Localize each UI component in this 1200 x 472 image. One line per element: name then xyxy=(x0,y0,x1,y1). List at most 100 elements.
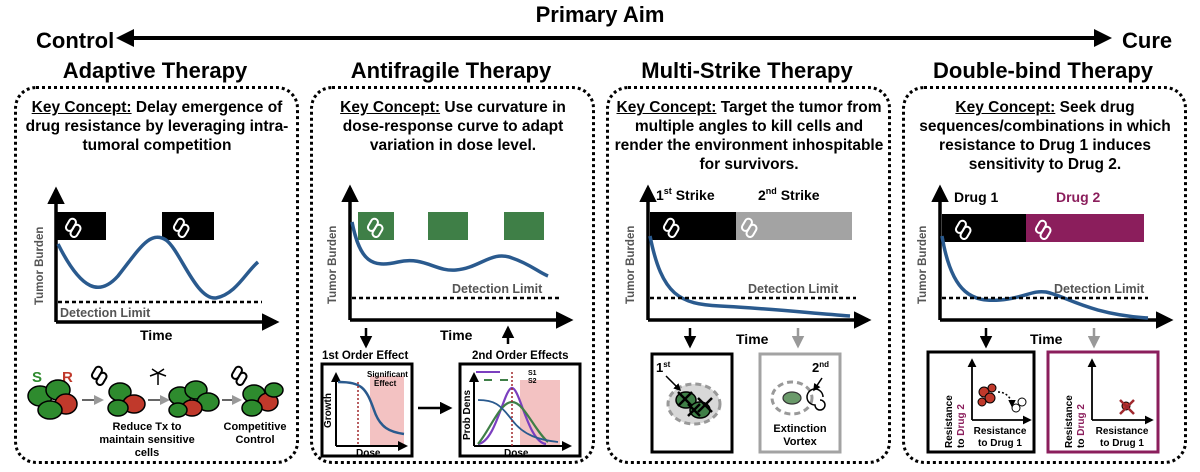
strike-1-label: 1st Strike xyxy=(656,186,715,203)
doublebind-chart: Drug 1 Drug 2 Detection Limit Tumor Burd… xyxy=(917,184,1174,349)
cure-label: Cure xyxy=(1122,28,1173,53)
y-axis-label: Tumor Burden xyxy=(917,226,929,304)
s1-label: S1 xyxy=(528,370,537,377)
panel-title-multistrike: Multi-Strike Therapy xyxy=(641,58,853,83)
key-concept-label: Key Concept: xyxy=(31,99,132,116)
y-axis-label: Tumor Burden xyxy=(625,226,637,304)
resistance-drug2-axis-line2: to Drug 2 xyxy=(1076,404,1087,448)
prob-dens-axis-label: Prob Dens xyxy=(462,390,473,440)
strike-bar xyxy=(650,212,736,240)
panel-doublebind xyxy=(902,86,1187,464)
drug-bar xyxy=(942,214,1026,242)
strike-2-ordinal: nd xyxy=(819,360,829,369)
first-order-effect-inset: 1st Order Effect Significant Effect Grow… xyxy=(320,350,414,459)
sensitive-label: S xyxy=(32,369,42,386)
drug1-resistance-inset: Resistance to Drug 2 Resistance to Drug … xyxy=(926,350,1036,454)
x-axis-label: Time xyxy=(440,327,473,343)
key-concept-adaptive: Key Concept: Delay emergence of drug res… xyxy=(24,98,290,155)
tumor-burden-curve xyxy=(350,221,549,278)
multistrike-chart: 1st Strike 2nd Strike Detection Limit Tu… xyxy=(625,184,872,349)
resistance-drug1-line: Resistance xyxy=(1096,426,1149,437)
panel-multistrike xyxy=(606,86,891,464)
dose-axis-label: Dose xyxy=(504,448,529,459)
drug-bar xyxy=(1026,214,1144,242)
control-label: Control xyxy=(36,28,115,53)
first-strike-inset: 1st xyxy=(650,352,734,454)
resistance-drug2-axis-line2: to Drug 2 xyxy=(956,404,967,448)
detection-limit-label: Detection Limit xyxy=(452,282,543,296)
tumor-cluster-icon xyxy=(27,379,78,420)
panel-title-doublebind: Double-bind Therapy xyxy=(933,58,1153,83)
key-concept-label: Key Concept: xyxy=(616,99,717,116)
drug-bar xyxy=(504,212,544,240)
drug2-word: Drug 2 xyxy=(1076,404,1087,436)
adaptive-cell-sequence: S R xyxy=(27,364,287,459)
y-axis-label: Tumor Burden xyxy=(327,226,339,304)
reduce-tx-label-line: Reduce Tx to xyxy=(112,421,181,433)
tumor-cluster-icon xyxy=(168,380,220,418)
strike-2-label: 2nd Strike xyxy=(758,186,820,203)
drug-1-label: Drug 1 xyxy=(954,189,999,205)
strike-bar xyxy=(736,212,852,240)
s2-label: S2 xyxy=(528,378,537,385)
second-order-label: 2nd Order Effects xyxy=(472,350,569,362)
drug2-word: Drug 2 xyxy=(956,404,967,436)
resistance-word: Resistance xyxy=(944,395,955,448)
drug-bar xyxy=(56,212,106,240)
key-concept-text: Target the tumor from multiple angles to… xyxy=(614,99,884,173)
drug-bar xyxy=(358,212,394,240)
strike-1-number: 1 xyxy=(656,187,664,203)
first-order-label: 1st Order Effect xyxy=(322,350,408,362)
vortex-icon xyxy=(806,388,826,411)
panel-antifragile xyxy=(310,86,595,464)
reduce-tx-label-line: maintain sensitive xyxy=(99,434,194,446)
tumor-burden-curve xyxy=(56,235,260,300)
panel-title-antifragile: Antifragile Therapy xyxy=(350,58,552,83)
primary-aim-title: Primary Aim xyxy=(535,2,665,27)
tumor-cluster-icon xyxy=(241,382,284,417)
strike-1-word: Strike xyxy=(676,187,715,203)
kill-mark-icon xyxy=(1119,399,1135,415)
strike-1-ordinal: st xyxy=(663,360,670,369)
resistant-label: R xyxy=(62,369,73,386)
significant-label: Significant xyxy=(367,370,408,379)
primary-aim-arrow xyxy=(116,29,1112,47)
key-concept-doublebind: Key Concept: Seek drug sequences/combina… xyxy=(912,98,1178,174)
strike-2-number: 2 xyxy=(812,360,819,375)
to-word: to xyxy=(956,439,967,448)
key-concept-text: Use curvature in dose-response curve to … xyxy=(342,99,566,154)
kill-mark-icon xyxy=(677,391,713,417)
x-axis-label: Time xyxy=(140,327,173,343)
antifragile-chart: Detection Limit Tumor Burden Time xyxy=(327,184,574,349)
tumor-burden-curve xyxy=(940,235,1149,320)
detection-limit-label: Detection Limit xyxy=(748,282,839,296)
key-concept-multistrike: Key Concept: Target the tumor from multi… xyxy=(614,98,884,174)
key-concept-antifragile: Key Concept: Use curvature in dose-respo… xyxy=(320,98,586,155)
effect-label: Effect xyxy=(374,379,397,388)
competitive-control-label-line: Competitive xyxy=(224,421,287,433)
resistance-drug1-line: to Drug 1 xyxy=(978,438,1022,449)
drug-bar xyxy=(162,212,214,240)
strike-1-number: 1 xyxy=(656,360,663,375)
strike-2-inset-label: 2nd xyxy=(812,360,829,375)
detection-limit-label: Detection Limit xyxy=(1054,282,1145,296)
competitive-control-label-line: Control xyxy=(235,434,274,446)
detection-limit-label: Detection Limit xyxy=(60,306,151,320)
sensitive-cells-icon xyxy=(1011,397,1027,413)
y-axis-label: Tumor Burden xyxy=(34,227,46,305)
strike-2-ordinal: nd xyxy=(766,186,777,196)
strike-1-inset-label: 1st xyxy=(656,360,671,375)
dose-axis-label: Dose xyxy=(356,448,381,459)
x-axis-label: Time xyxy=(736,331,769,347)
pill-icon xyxy=(229,364,249,388)
reduce-tx-label-line: cells xyxy=(135,447,159,459)
growth-axis-label: Growth xyxy=(323,393,334,428)
resistance-drug1-line: to Drug 1 xyxy=(1100,438,1144,449)
key-concept-label: Key Concept: xyxy=(340,99,441,116)
extinction-vortex-line: Vortex xyxy=(783,436,817,448)
resistance-drug2-axis: Resistance xyxy=(944,395,955,448)
second-order-effect-inset: 2nd Order Effects S1 S2 Prob Dens Dose xyxy=(458,350,582,459)
key-concept-text: Delay emergence of drug resistance by le… xyxy=(25,99,289,154)
resistance-drug2-axis: Resistance xyxy=(1064,395,1075,448)
